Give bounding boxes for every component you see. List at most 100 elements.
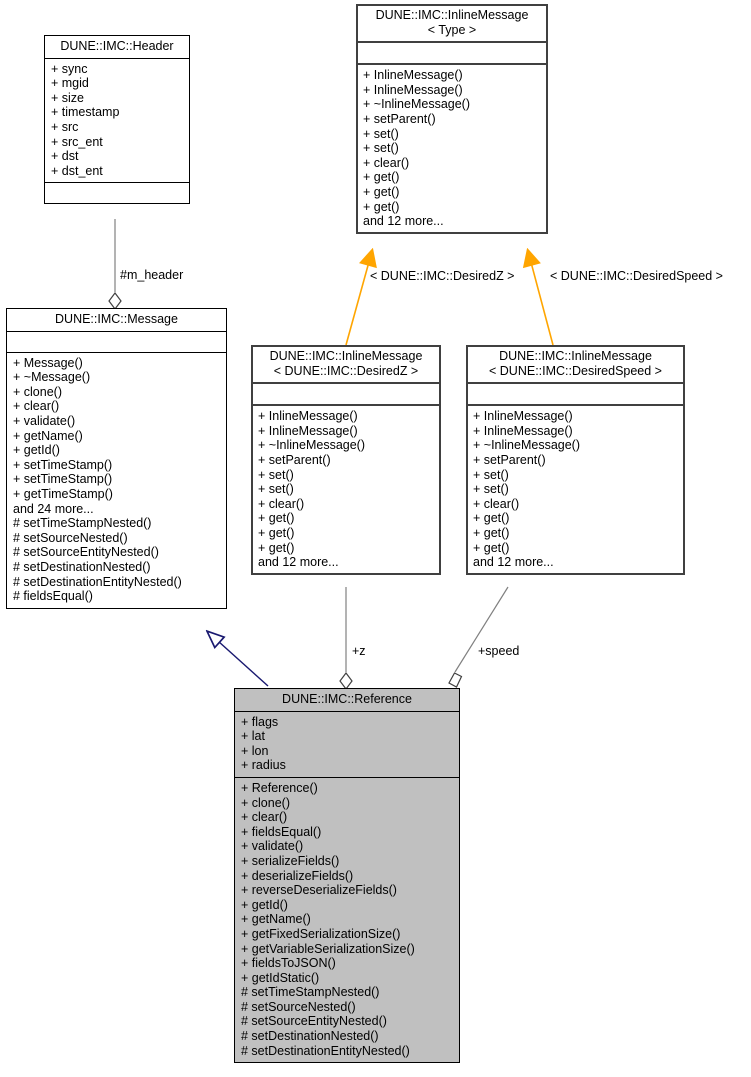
edge-header-message [108,219,122,310]
divider [252,382,440,385]
edge-desiredz-reference [339,587,353,690]
class-attributes-reference: + flags + lat + lon + radius [235,712,459,777]
operation-row: + InlineMessage() [258,409,358,424]
edge-label-desiredz-template: < DUNE::IMC::DesiredZ > [370,269,515,283]
operation-row: + InlineMessage() [363,82,463,97]
class-attributes-inline-message-template [357,43,547,63]
attribute-row: + src_ent [51,134,103,149]
operation-row: + get() [363,184,400,199]
operation-row: + setTimeStamp() [13,457,113,472]
divider [467,404,684,407]
edge-template-desiredz [345,251,372,346]
operation-row: # setSourceNested() [241,999,356,1014]
edge-template-desiredspeed [528,251,554,346]
divider [7,330,226,332]
divider [235,776,459,778]
operation-row: + Reference() [241,780,318,795]
operation-row: + set() [363,126,399,141]
class-attributes-header: + sync + mgid + size + timestamp + src +… [45,59,189,183]
operation-row: + Message() [13,355,83,370]
operation-row: + validate() [241,839,304,854]
edge-label-desiredspeed-template: < DUNE::IMC::DesiredSpeed > [550,269,723,283]
class-box-message[interactable]: DUNE::IMC::Message + Message() + ~Messag… [6,308,227,609]
operation-row: + reverseDeserializeFields() [241,883,397,898]
divider [235,710,459,712]
operation-row: + setTimeStamp() [13,472,113,487]
operation-row: and 12 more... [363,214,444,229]
operation-row: + ~InlineMessage() [363,97,471,112]
class-title-reference: DUNE::IMC::Reference [282,692,412,706]
operation-row: + getTimeStamp() [13,486,113,501]
edge-desiredspeed-reference [448,586,509,688]
divider [252,404,440,407]
class-box-header[interactable]: DUNE::IMC::Header + sync + mgid + size +… [44,35,190,205]
operation-row: # setDestinationNested() [241,1029,379,1044]
class-title-inline-message-desiredz: DUNE::IMC::InlineMessage < DUNE::IMC::De… [269,349,423,378]
operation-row: + get() [258,511,295,526]
operation-row: + clear() [241,810,288,825]
class-title-message: DUNE::IMC::Message [55,312,178,326]
divider [45,57,189,59]
operation-row: + get() [363,199,400,214]
class-box-inline-message-desiredz[interactable]: DUNE::IMC::InlineMessage < DUNE::IMC::De… [251,345,441,575]
operation-row: + setParent() [363,111,436,126]
operation-row: and 24 more... [13,501,94,516]
attribute-row: + mgid [51,76,89,91]
operation-row: + fieldsEqual() [241,824,322,839]
edge-message-reference [208,632,269,687]
operation-row: + set() [473,482,509,497]
edge-label-speed: +speed [478,644,520,658]
operation-row: + getName() [241,912,311,927]
operation-row: # setDestinationEntityNested() [13,574,182,589]
class-operations-header [45,183,189,203]
operation-row: + getFixedSerializationSize() [241,926,401,941]
operation-row: + clone() [13,384,62,399]
operation-row: + serializeFields() [241,853,340,868]
attribute-row: + sync [51,61,88,76]
operation-row: + get() [473,525,510,540]
class-box-inline-message-template[interactable]: DUNE::IMC::InlineMessage < Type > + Inli… [356,4,548,234]
operation-row: + ~InlineMessage() [473,438,581,453]
class-attributes-message [7,332,226,352]
operation-row: + getId() [13,443,60,458]
operation-row: # setSourceEntityNested() [13,545,159,560]
edge-label-m-header: #m_header [120,268,184,282]
class-operations-inline-message-desiredz: + InlineMessage() + InlineMessage() + ~I… [252,406,440,574]
operation-row: + setParent() [258,452,331,467]
operation-row: + set() [258,467,294,482]
operation-row: + getId() [241,897,288,912]
operation-row: + validate() [13,413,76,428]
operation-row: + clear() [363,155,410,170]
divider [357,63,547,66]
operation-row: + get() [258,540,295,555]
class-box-reference[interactable]: DUNE::IMC::Reference + flags + lat + lon… [234,688,460,1064]
class-title-inline-message-template: DUNE::IMC::InlineMessage < Type > [375,8,529,37]
class-title-header: DUNE::IMC::Header [60,39,174,53]
operation-row: # setDestinationNested() [13,559,151,574]
class-attributes-inline-message-desiredz [252,384,440,404]
attribute-row: + radius [241,758,286,773]
class-operations-inline-message-template: + InlineMessage() + InlineMessage() + ~I… [357,65,547,233]
divider [357,41,547,44]
class-operations-message: + Message() + ~Message() + clone() + cle… [7,353,226,608]
operation-row: + getVariableSerializationSize() [241,941,415,956]
operation-row: + get() [258,525,295,540]
operation-row: + get() [473,511,510,526]
operation-row: + setParent() [473,452,546,467]
divider [467,382,684,385]
operation-row: # setTimeStampNested() [241,985,380,1000]
attribute-row: + src [51,119,79,134]
operation-row: + InlineMessage() [363,68,463,83]
operation-row: + getName() [13,428,83,443]
class-title-inline-message-desiredspeed: DUNE::IMC::InlineMessage < DUNE::IMC::De… [489,349,662,378]
operation-row: # setTimeStampNested() [13,516,152,531]
operation-row: + InlineMessage() [258,423,358,438]
divider [45,182,189,184]
class-box-inline-message-desiredspeed[interactable]: DUNE::IMC::InlineMessage < DUNE::IMC::De… [466,345,685,575]
operation-row: + ~Message() [13,370,91,385]
edge-label-z: +z [352,644,366,658]
operation-row: + getIdStatic() [241,970,320,985]
divider [7,351,226,353]
attribute-row: + dst_ent [51,163,103,178]
